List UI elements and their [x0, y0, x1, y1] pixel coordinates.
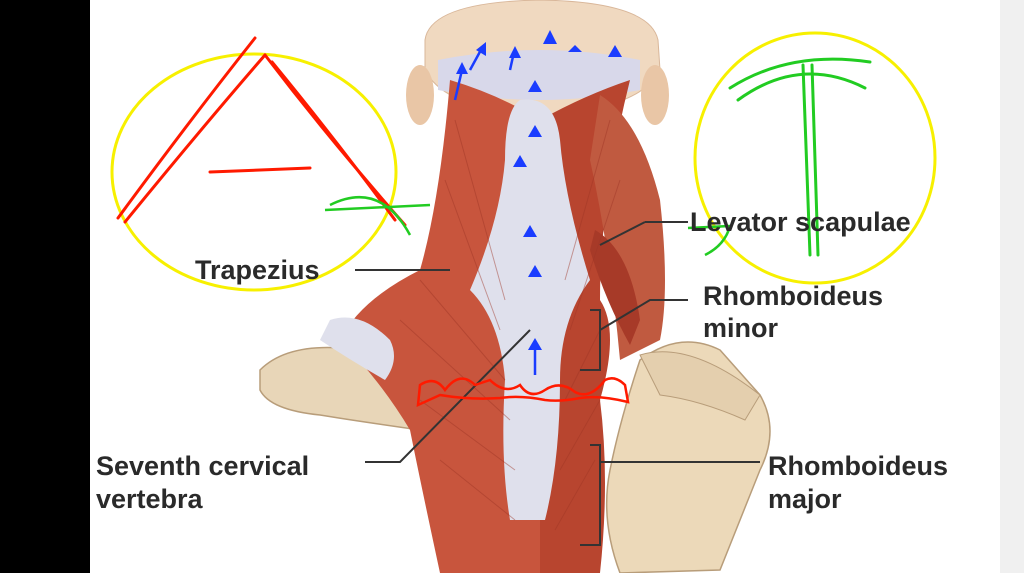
label-seventh-cervical-line1: Seventh cervical	[96, 451, 310, 481]
left-shoulder-tendon	[320, 317, 394, 380]
yellow-circle-right	[693, 31, 937, 285]
spinal-aponeurosis	[470, 99, 590, 520]
label-levator-scapulae: Levator scapulae	[690, 207, 911, 237]
green-letter-t	[728, 57, 872, 257]
label-rhomboideus-major-line2: major	[768, 484, 842, 514]
occipital-tendon	[438, 50, 640, 100]
label-rhomboideus-major-line1: Rhomboideus	[768, 451, 948, 481]
label-seventh-cervical-line2: vertebra	[96, 484, 203, 514]
left-ear	[406, 65, 434, 125]
red-squiggle	[416, 377, 630, 408]
green-mark-right	[687, 224, 732, 257]
label-rhomboideus-minor-line2: minor	[703, 313, 779, 343]
label-trapezius: Trapezius	[195, 255, 320, 285]
red-letter-a	[116, 36, 407, 227]
right-acromion	[639, 351, 761, 421]
label-rhomboideus-minor-line1: Rhomboideus	[703, 281, 883, 311]
blue-arrows	[453, 30, 622, 375]
levator-muscle	[590, 230, 640, 345]
right-ear	[641, 65, 669, 125]
yellow-circle-left	[110, 52, 398, 292]
neck-side-right	[590, 95, 665, 360]
green-arrow-left	[324, 196, 431, 236]
leader-lines	[355, 221, 760, 546]
trapezius-muscle	[340, 80, 540, 573]
right-gutter	[1000, 0, 1024, 573]
